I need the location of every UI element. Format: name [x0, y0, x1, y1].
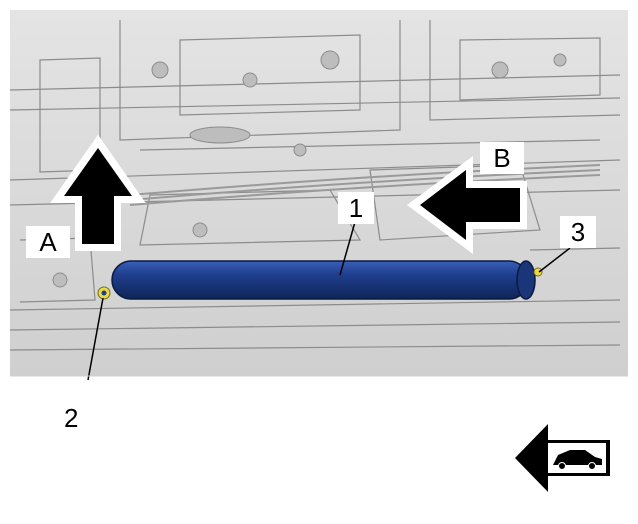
label-arrow-b: B [480, 142, 524, 174]
fastener-left [97, 286, 111, 300]
fastener-right [533, 267, 543, 277]
leader-line-3 [538, 247, 571, 273]
leader-line-1 [339, 221, 356, 276]
vehicle-front-direction-icon [515, 424, 610, 492]
label-part-3: 3 [560, 216, 596, 248]
body-holes [52, 50, 567, 288]
label-part-2: 2 [64, 403, 79, 433]
arrow-b-icon [406, 156, 527, 254]
component-tube [111, 260, 536, 300]
label-part-1: 1 [338, 192, 374, 224]
arrow-a-icon [50, 134, 146, 251]
label-arrow-a: A [26, 226, 70, 258]
leader-line-2 [87, 297, 104, 381]
